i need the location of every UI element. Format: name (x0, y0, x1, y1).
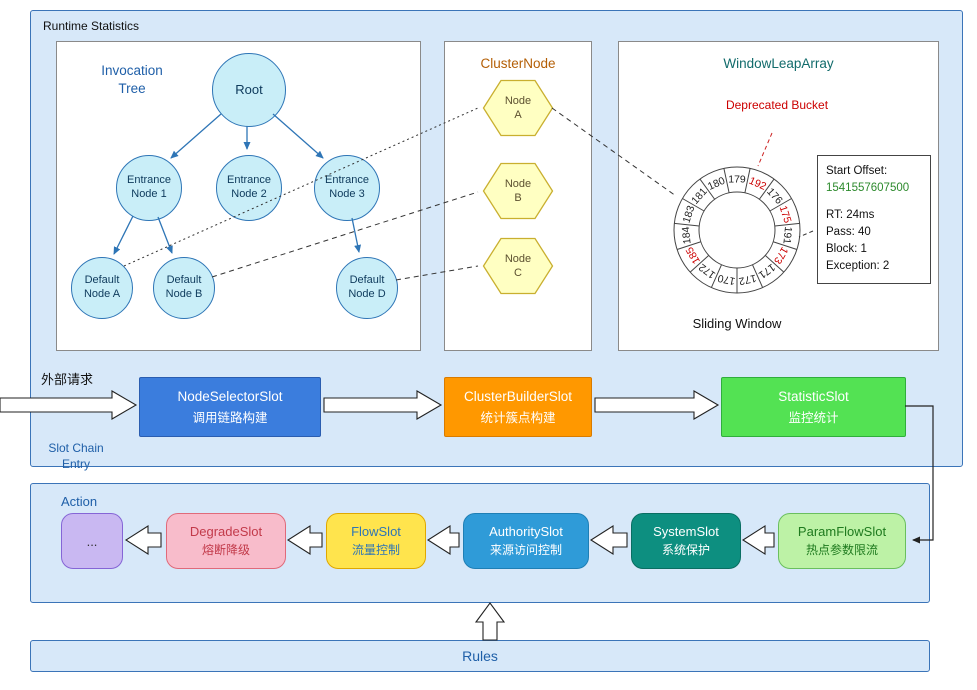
tree-node-entrance-3-label: Entrance Node 3 (324, 174, 370, 200)
runtime-statistics-title: Runtime Statistics (43, 19, 140, 33)
tree-node-default-a: Default Node A (71, 257, 133, 319)
start-offset-label: Start Offset: (826, 165, 888, 177)
stat-exception: Exception: 2 (826, 260, 890, 273)
block-arrow-rules-action (474, 602, 506, 641)
tree-node-entrance-1: Entrance Node 1 (116, 155, 182, 221)
svg-text:179: 179 (728, 174, 746, 186)
svg-text:170: 170 (717, 272, 737, 287)
cluster-node-box: ClusterNode Node A Node B Node C (444, 41, 592, 351)
stat-block: Block: 1 (826, 243, 867, 255)
svg-text:191: 191 (780, 226, 794, 245)
cluster-node-title: ClusterNode (480, 56, 556, 71)
window-leap-array-title: WindowLeapArray (723, 56, 834, 71)
more-slots-label: ... (86, 533, 98, 549)
invocation-tree-box: Invocation Tree Root Entrance Node 1 Ent… (56, 41, 421, 351)
cluster-builder-slot: ClusterBuilderSlot 统计簇点构建 (444, 377, 592, 437)
tree-node-default-a-label: Default Node A (83, 274, 121, 300)
tree-node-default-d: Default Node D (336, 257, 398, 319)
param-flow-slot-name: ParamFlowSlot (797, 524, 887, 539)
statistic-slot-desc: 监控统计 (788, 410, 839, 425)
cluster-node-a: Node A (482, 79, 554, 137)
slot-chain-entry-label: Slot Chain Entry (48, 441, 104, 471)
tree-node-entrance-2-label: Entrance Node 2 (226, 174, 272, 200)
invocation-tree-title: Invocation Tree (101, 63, 163, 97)
cluster-node-c: Node C (482, 237, 554, 295)
node-selector-slot-desc: 调用链路构建 (192, 410, 268, 425)
action-title: Action (61, 494, 98, 509)
svg-text:184: 184 (680, 226, 694, 245)
svg-text:172: 172 (738, 272, 758, 287)
rules-panel: Rules (30, 640, 930, 672)
degrade-slot-name: DegradeSlot (189, 524, 263, 539)
hexagon-shape-icon (482, 237, 554, 295)
tree-node-default-d-label: Default Node D (348, 274, 386, 300)
cluster-node-a-label: Node A (504, 94, 532, 121)
runtime-statistics-panel: Runtime Statistics Invocation Tree Root … (30, 10, 963, 471)
authority-slot: AuthoritySlot 来源访问控制 (463, 513, 589, 569)
param-flow-slot: ParamFlowSlot 热点参数限流 (778, 513, 906, 569)
tree-node-root: Root (212, 53, 286, 127)
start-offset-value: 1541557607500 (826, 182, 910, 195)
flow-slot: FlowSlot 流量控制 (326, 513, 426, 569)
system-slot-desc: 系统保护 (661, 543, 710, 557)
statistic-slot: StatisticSlot 监控统计 (721, 377, 906, 437)
tree-node-default-b: Default Node B (153, 257, 215, 319)
sliding-window-label: Sliding Window (692, 316, 782, 331)
system-slot-name: SystemSlot (653, 524, 719, 539)
tree-node-default-b-label: Default Node B (165, 274, 203, 300)
degrade-slot: DegradeSlot 熔断降级 (166, 513, 286, 569)
tree-node-root-label: Root (235, 81, 263, 97)
hexagon-shape-icon (482, 162, 554, 220)
cluster-node-c-label: Node C (504, 252, 532, 279)
degrade-slot-desc: 熔断降级 (201, 543, 250, 557)
cluster-builder-slot-desc: 统计簇点构建 (480, 410, 556, 425)
deprecated-bucket-label: Deprecated Bucket (725, 98, 829, 112)
node-selector-slot: NodeSelectorSlot 调用链路构建 (139, 377, 321, 437)
cluster-builder-slot-name: ClusterBuilderSlot (463, 388, 573, 404)
flow-slot-desc: 流量控制 (351, 543, 400, 557)
param-flow-slot-desc: 热点参数限流 (805, 543, 878, 557)
more-slots-ellipsis: ... (61, 513, 123, 569)
tree-node-entrance-3: Entrance Node 3 (314, 155, 380, 221)
tree-node-entrance-1-label: Entrance Node 1 (126, 174, 172, 200)
rules-label: Rules (462, 648, 498, 664)
stat-pass: Pass: 40 (826, 225, 871, 238)
authority-slot-desc: 来源访问控制 (489, 543, 562, 557)
bucket-stats-box: Start Offset: 1541557607500 RT: 24ms Pas… (817, 155, 931, 284)
cluster-node-b-label: Node B (504, 177, 532, 204)
statistic-slot-name: StatisticSlot (778, 388, 849, 404)
node-selector-slot-name: NodeSelectorSlot (177, 388, 283, 404)
system-slot: SystemSlot 系统保护 (631, 513, 741, 569)
action-panel: Action ... DegradeSlot 熔断降级 FlowSlot 流量控… (30, 483, 930, 603)
tree-node-entrance-2: Entrance Node 2 (216, 155, 282, 221)
svg-text:175: 175 (777, 204, 794, 225)
external-request-label: 外部请求 (41, 372, 94, 387)
svg-text:183: 183 (681, 204, 698, 225)
cluster-node-b: Node B (482, 162, 554, 220)
flow-slot-name: FlowSlot (351, 524, 401, 539)
hexagon-shape-icon (482, 79, 554, 137)
authority-slot-name: AuthoritySlot (489, 524, 563, 539)
stat-rt: RT: 24ms (826, 208, 875, 221)
